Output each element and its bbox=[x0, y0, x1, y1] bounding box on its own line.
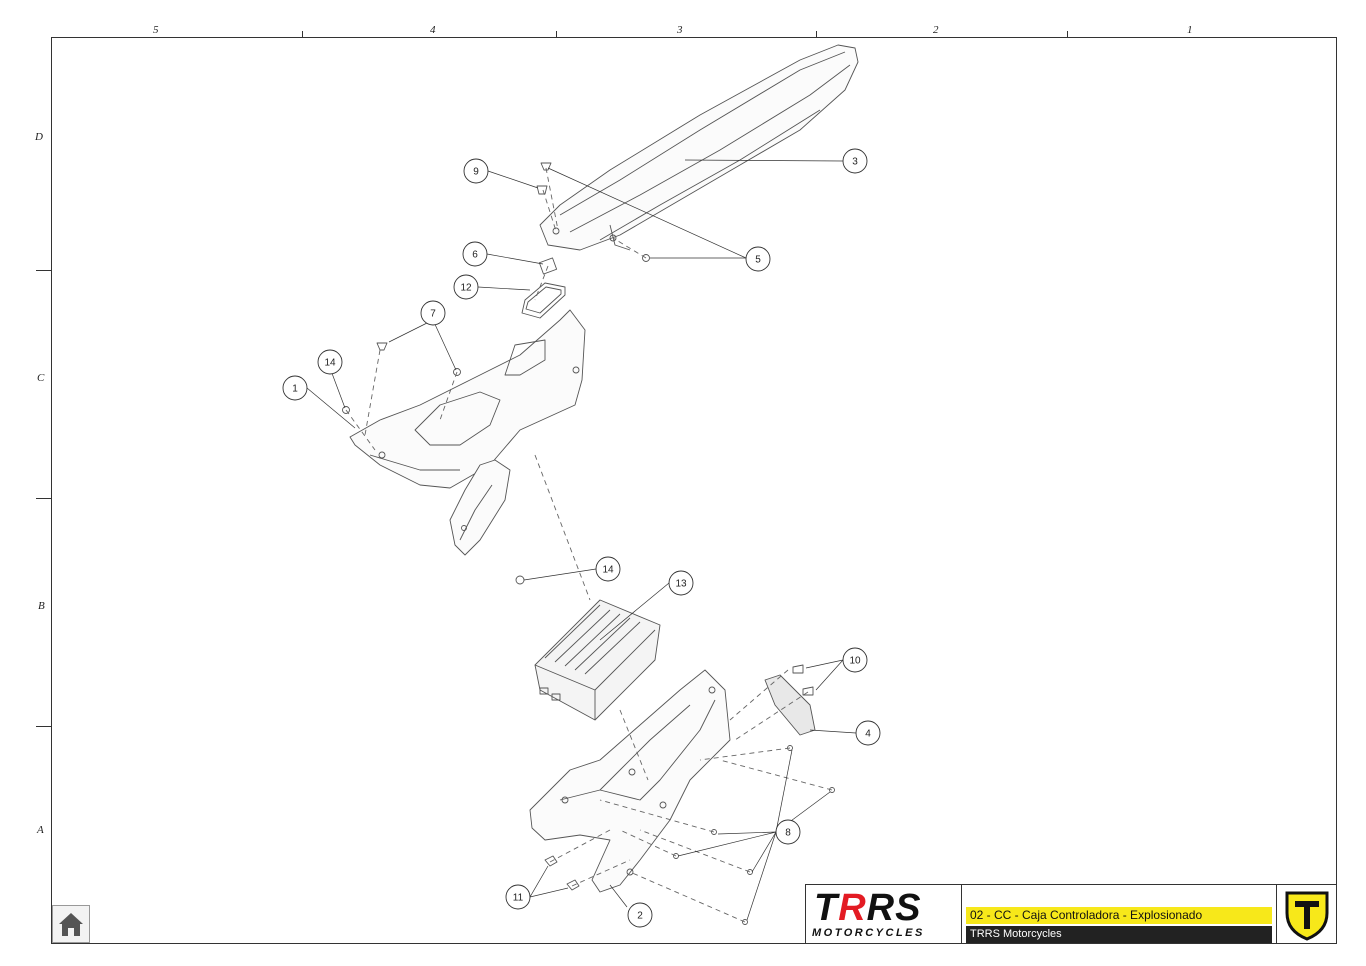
emblem-container bbox=[1276, 885, 1337, 943]
drawing-frame bbox=[51, 37, 1337, 944]
callout-bubble bbox=[505, 884, 531, 910]
callout-bubble bbox=[595, 556, 621, 582]
grid-tick bbox=[36, 498, 51, 499]
trrs-logo: TRRS MOTORCYCLES bbox=[806, 885, 962, 943]
seal-gasket-part bbox=[521, 282, 566, 319]
controller-box-part bbox=[534, 599, 661, 721]
logo-wordmark: TRRS bbox=[814, 887, 922, 929]
callout-bubble bbox=[453, 274, 479, 300]
company-name: TRRS Motorcycles bbox=[966, 926, 1272, 943]
home-icon bbox=[59, 913, 83, 936]
grid-column-label: 5 bbox=[153, 24, 159, 36]
grid-tick bbox=[1067, 31, 1068, 38]
callout-bubble bbox=[317, 349, 343, 375]
grid-row-label: C bbox=[37, 372, 45, 384]
document-title: 02 - CC - Caja Controladora - Explosiona… bbox=[966, 907, 1272, 924]
callout-bubble bbox=[775, 819, 801, 845]
callout-number: 11 bbox=[513, 893, 524, 904]
grid-column-label: 3 bbox=[677, 24, 683, 36]
grid-tick bbox=[36, 726, 51, 727]
trrs-shield-emblem-icon bbox=[1285, 891, 1329, 941]
lower-bracket-part bbox=[529, 669, 731, 893]
callout-number: 10 bbox=[849, 656, 861, 667]
grid-row-label: B bbox=[38, 600, 45, 612]
grid-tick bbox=[302, 31, 303, 38]
cover-plate-part bbox=[764, 674, 816, 736]
callout-bubble bbox=[842, 148, 868, 174]
grid-column-label: 2 bbox=[933, 24, 939, 36]
callout-number: 12 bbox=[460, 283, 472, 294]
grid-row-label: A bbox=[37, 824, 44, 836]
callout-bubble bbox=[842, 647, 868, 673]
grid-column-label: 1 bbox=[1187, 24, 1193, 36]
callout-number: 14 bbox=[324, 358, 336, 369]
callout-bubble bbox=[420, 300, 446, 326]
assembly-lines bbox=[345, 167, 833, 923]
rear-fender-part bbox=[539, 44, 859, 251]
callout-number: 14 bbox=[602, 565, 614, 576]
callout-number: 4 bbox=[865, 729, 871, 740]
callout-bubble bbox=[668, 570, 694, 596]
leader-lines bbox=[306, 159, 857, 921]
callout-bubble bbox=[462, 241, 488, 267]
callout-bubble bbox=[463, 158, 489, 184]
grid-row-label: D bbox=[35, 131, 43, 143]
grid-column-label: 4 bbox=[430, 24, 436, 36]
callout-number: 6 bbox=[472, 250, 478, 261]
grid-tick bbox=[36, 270, 51, 271]
tail-cover-part bbox=[349, 309, 586, 556]
grid-tick bbox=[816, 31, 817, 38]
callout-bubble bbox=[855, 720, 881, 746]
grid-tick bbox=[556, 31, 557, 38]
callout-bubble bbox=[282, 375, 308, 401]
callout-number: 7 bbox=[430, 309, 436, 320]
logo-subtitle: MOTORCYCLES bbox=[812, 927, 925, 939]
title-block: TRRS MOTORCYCLES 02 - CC - Caja Controla… bbox=[805, 884, 1337, 944]
callout-bubble bbox=[745, 246, 771, 272]
callout-number: 9 bbox=[473, 167, 479, 178]
clip-nut-part bbox=[538, 257, 558, 275]
callout-number: 1 bbox=[292, 384, 298, 395]
callout-number: 8 bbox=[785, 828, 791, 839]
home-button[interactable] bbox=[52, 905, 90, 943]
callout-number: 13 bbox=[675, 579, 687, 590]
callout-number: 2 bbox=[637, 911, 643, 922]
callout-number: 3 bbox=[852, 157, 858, 168]
callout-number: 5 bbox=[755, 255, 761, 266]
callout-bubble bbox=[627, 902, 653, 928]
